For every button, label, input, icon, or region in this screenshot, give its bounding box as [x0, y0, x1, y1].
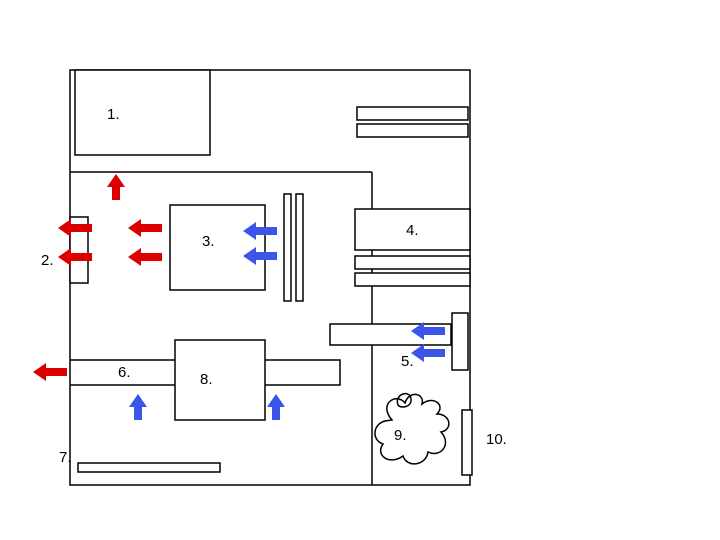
label-7: 7. [59, 449, 72, 466]
red-arrow-left-icon [33, 363, 67, 381]
component-3-slat-1 [283, 193, 292, 302]
top-vent-slat-1 [356, 106, 469, 121]
label-10: 10. [486, 431, 507, 448]
label-2: 2. [41, 252, 54, 269]
label-6: 6. [118, 364, 131, 381]
component-8-box [174, 339, 266, 421]
blue-arrow-left-icon [243, 247, 277, 265]
blue-arrow-up-icon [129, 394, 147, 420]
component-4-box [354, 208, 471, 251]
component-4-slat-1 [354, 255, 471, 270]
component-1-box [74, 69, 211, 156]
component-7-strip [77, 462, 221, 473]
component-4-slat-2 [354, 272, 471, 287]
blue-arrow-up-icon [267, 394, 285, 420]
label-9: 9. [394, 427, 407, 444]
component-3-slat-2 [295, 193, 304, 302]
blue-arrow-left-icon [411, 344, 445, 362]
label-5: 5. [401, 353, 414, 370]
top-vent-slat-2 [356, 123, 469, 138]
red-arrow-left-icon [58, 219, 92, 237]
blue-arrow-left-icon [243, 222, 277, 240]
label-1: 1. [107, 106, 120, 123]
red-arrow-left-icon [128, 248, 162, 266]
label-4: 4. [406, 222, 419, 239]
blue-arrow-left-icon [411, 322, 445, 340]
red-arrow-up-icon [107, 174, 125, 200]
label-3: 3. [202, 233, 215, 250]
label-8: 8. [200, 371, 213, 388]
component-10-strip [461, 409, 473, 476]
red-arrow-left-icon [128, 219, 162, 237]
component-3-box [169, 204, 266, 291]
red-arrow-left-icon [58, 248, 92, 266]
component-5-endcap [451, 312, 469, 371]
component-9-blob [374, 393, 450, 465]
component-9-curl [396, 392, 412, 408]
